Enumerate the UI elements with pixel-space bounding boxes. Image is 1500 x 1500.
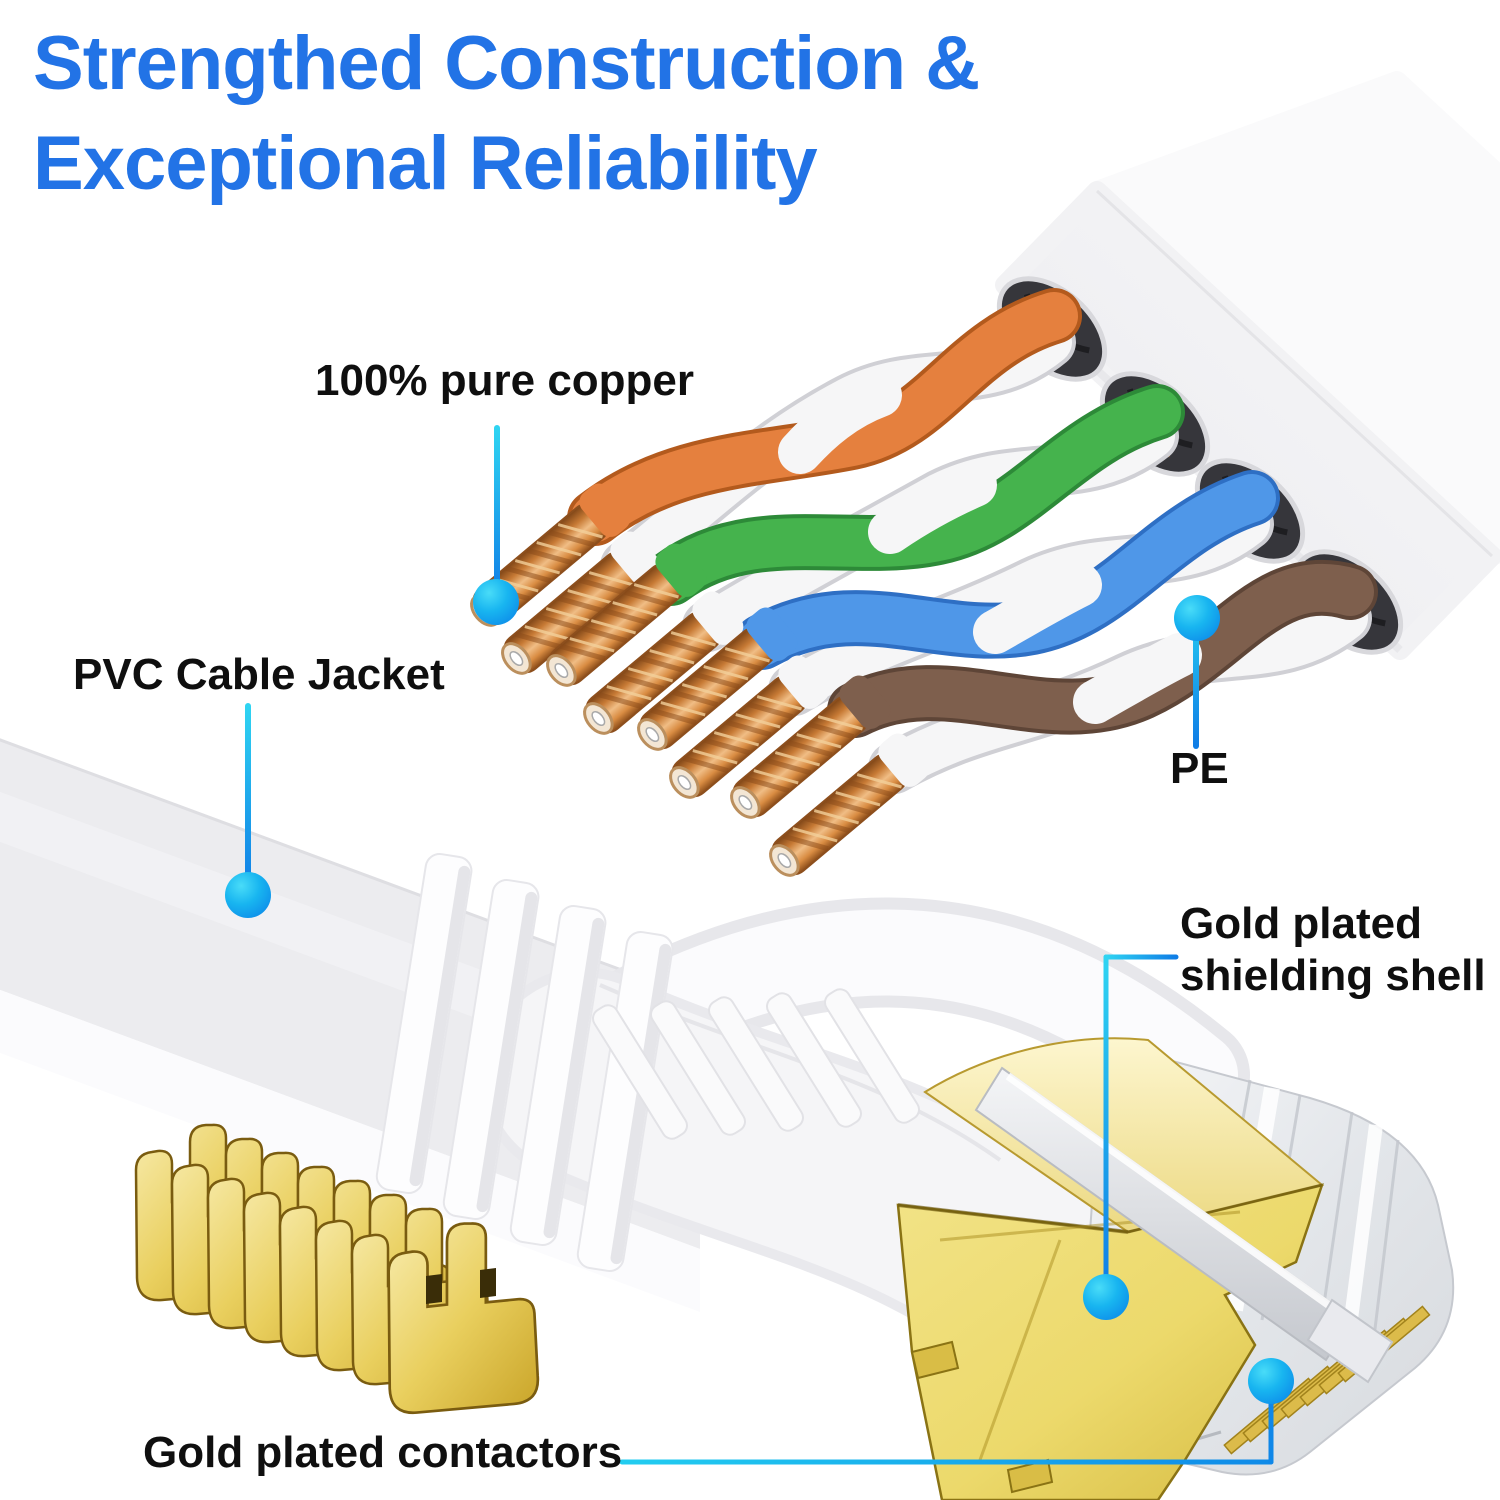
label-pe: PE (1170, 744, 1229, 793)
label-pure-copper: 100% pure copper (315, 356, 695, 405)
copper-tip-white-3 (669, 655, 830, 799)
callout-cable-jacket (225, 703, 271, 918)
copper-tip-brown (730, 675, 891, 819)
copper-tip-white-4 (769, 733, 930, 877)
callout-dot (1248, 1358, 1294, 1404)
label-gold-contactors: Gold plated contactors (143, 1428, 623, 1477)
callout-contactors (619, 1358, 1294, 1465)
callout-dot (1083, 1274, 1129, 1320)
twisted-pair-orange (567, 288, 1082, 592)
callout-dot (473, 579, 519, 625)
page-title: Strengthed Construction & Exceptional Rel… (33, 14, 980, 215)
copper-tip-blue (637, 607, 798, 751)
twisted-pair-blue (734, 470, 1280, 716)
label-shell-line-2: shielding shell (1180, 950, 1486, 1000)
copper-tip-green (546, 543, 707, 687)
white-wire-overlap (1073, 633, 1202, 724)
callout-dot (225, 872, 271, 918)
label-shell-line-1: Gold plated (1180, 899, 1422, 948)
callout-pure-copper (473, 425, 519, 625)
callout-dot (1174, 595, 1220, 641)
twisted-pair-green (643, 384, 1185, 652)
latch-clip (974, 1066, 1394, 1384)
callout-shielding-shell (1083, 954, 1179, 1320)
gold-contacts (134, 1123, 540, 1415)
rj45-connector (896, 1037, 1455, 1500)
cable-loop (565, 897, 1250, 1130)
white-comb (592, 988, 920, 1140)
title-line-2: Exceptional Reliability (33, 121, 818, 207)
white-wire-overlap (778, 373, 902, 474)
white-wire-overlap (868, 463, 997, 554)
twisted-pair-brown (827, 559, 1378, 794)
title-line-1: Strengthed Construction & (33, 21, 980, 106)
boot-fin (509, 905, 607, 1246)
gold-contact-pin (387, 1222, 540, 1415)
label-pvc-cable-jacket: PVC Cable Jacket (73, 650, 445, 699)
white-wire-overlap (973, 563, 1102, 654)
boot-fin (375, 853, 473, 1194)
callout-pe (1174, 595, 1220, 749)
copper-tip-white-2 (583, 591, 744, 735)
boot-fin (442, 879, 540, 1220)
